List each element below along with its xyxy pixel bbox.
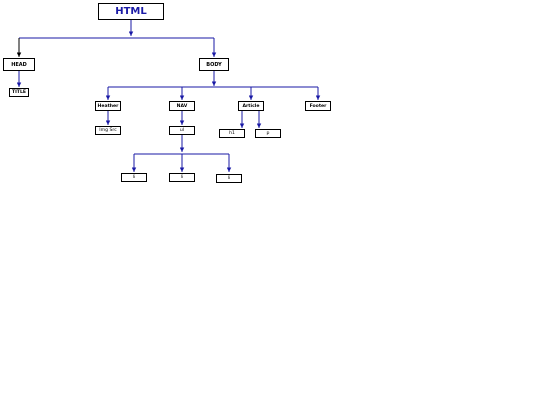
node-title: TITLE	[9, 88, 29, 97]
node-footer: Footer	[305, 101, 331, 111]
node-nav: NAV	[169, 101, 195, 111]
node-ul: ul	[169, 126, 195, 135]
node-img-src: Img Src	[95, 126, 121, 135]
node-head: HEAD	[3, 58, 35, 71]
node-li-2: li	[169, 173, 195, 182]
node-li-3: li	[216, 174, 242, 183]
node-h1: h1	[219, 129, 245, 138]
node-body: BODY	[199, 58, 229, 71]
node-heather: Heather	[95, 101, 121, 111]
node-p: p	[255, 129, 281, 138]
node-article: Article	[238, 101, 264, 111]
node-html: HTML	[98, 3, 164, 20]
node-li-1: li	[121, 173, 147, 182]
